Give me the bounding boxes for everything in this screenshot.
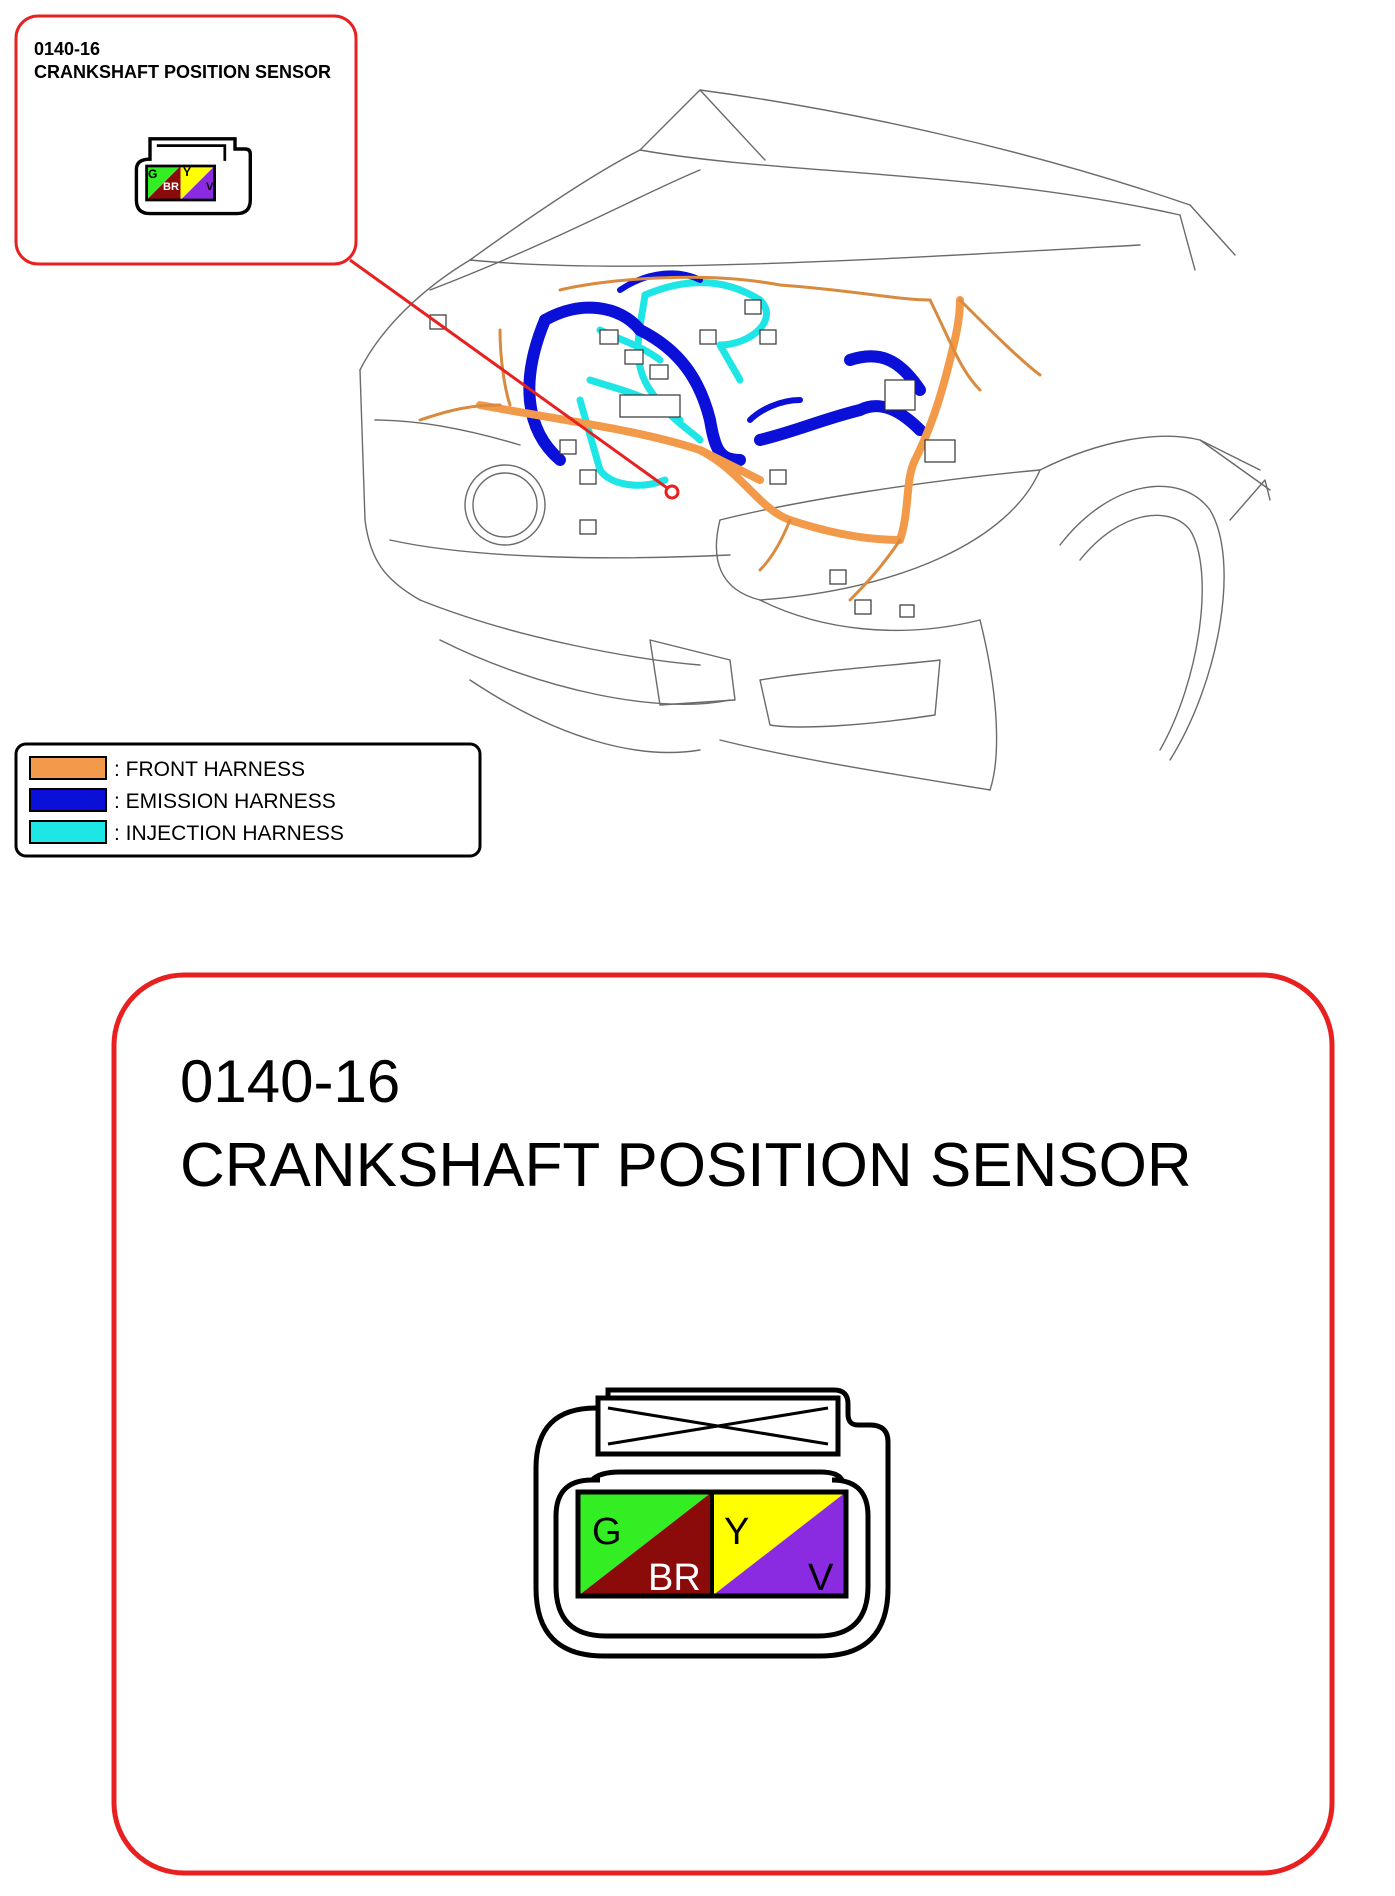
front-harness-thin xyxy=(418,275,1042,602)
sensor-location-marker xyxy=(664,484,680,500)
connector-blocks xyxy=(429,299,956,618)
callout-pin-br: BR xyxy=(163,181,179,193)
callout-pin-y: Y xyxy=(183,165,191,179)
pin-br-cavity xyxy=(578,1492,712,1596)
callout-pin-g: G xyxy=(148,167,157,181)
legend-label-emission: : EMISSION HARNESS xyxy=(114,790,336,813)
vehicle-outline xyxy=(359,89,1271,791)
legend-swatch-front xyxy=(29,756,107,780)
detail-code: 0140-16 xyxy=(180,1048,400,1115)
pin-label-g: G xyxy=(592,1511,622,1553)
harness-legend: : FRONT HARNESS : EMISSION HARNESS : INJ… xyxy=(14,742,482,858)
legend-swatch-injection xyxy=(29,820,107,844)
pin-label-y: Y xyxy=(724,1511,749,1553)
callout-pin-v: V xyxy=(206,181,214,193)
legend-swatch-emission xyxy=(29,788,107,812)
legend-label-injection: : INJECTION HARNESS xyxy=(114,822,344,845)
detail-name: CRANKSHAFT POSITION SENSOR xyxy=(180,1131,1192,1200)
callout-name: CRANKSHAFT POSITION SENSOR xyxy=(34,62,331,82)
front-harness xyxy=(476,296,964,544)
connector-face: G BR Y V xyxy=(533,1387,891,1659)
pin-label-v: V xyxy=(808,1557,834,1599)
pin-v-cavity xyxy=(712,1492,846,1596)
pin-label-br: BR xyxy=(648,1557,701,1599)
emission-harness xyxy=(523,301,926,466)
callout-code: 0140-16 xyxy=(34,39,100,59)
legend-label-front: : FRONT HARNESS xyxy=(114,758,305,781)
leader-line xyxy=(349,258,671,492)
callout-connector-icon xyxy=(134,137,253,216)
